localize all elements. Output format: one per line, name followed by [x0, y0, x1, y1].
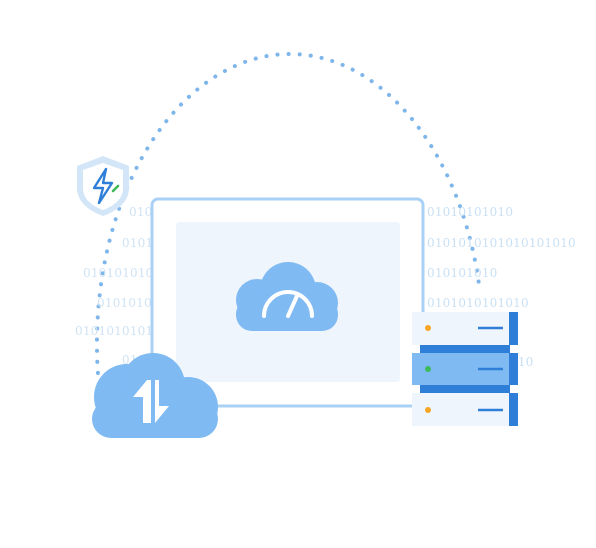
- binary-text: 010: [129, 205, 153, 219]
- binary-text: 01010101010: [75, 324, 162, 338]
- binary-text: 0101010101010: [427, 296, 529, 310]
- binary-text: 0101: [122, 236, 154, 250]
- binary-text: 0101010101010101010: [427, 236, 576, 250]
- binary-text: 010101010: [83, 266, 154, 280]
- binary-text: 01010101010: [427, 205, 514, 219]
- binary-text: 01010101: [97, 296, 160, 310]
- binary-text: 010101010: [427, 266, 498, 280]
